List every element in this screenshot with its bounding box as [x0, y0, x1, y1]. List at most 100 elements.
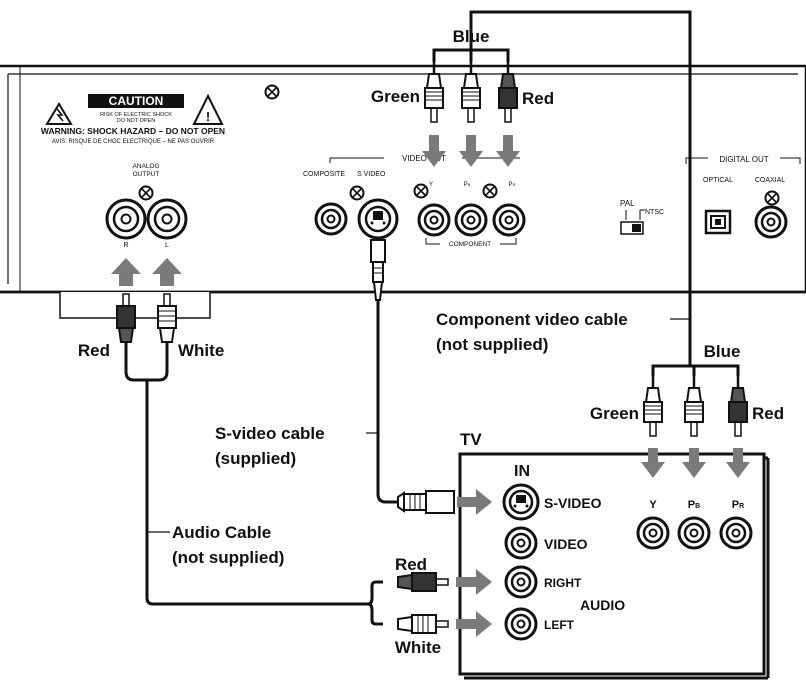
arrow-down-pb: [459, 135, 483, 167]
analog-jack-l[interactable]: [146, 198, 188, 240]
video-out-section: VIDEO OUT COMPOSITE S VIDEO Y PB PR COMP…: [303, 152, 526, 248]
component-cable-line1: Component video cable: [436, 310, 628, 329]
component-jack-pr[interactable]: [492, 203, 526, 237]
y-label: Y: [429, 182, 433, 188]
green-plug-tv: [642, 374, 664, 438]
tv-video-label: VIDEO: [544, 536, 588, 552]
tv-audio-label: AUDIO: [580, 597, 625, 613]
s-video-cable-line2: (supplied): [215, 449, 296, 468]
white-audio-plug-tv: [397, 614, 449, 634]
shock-warning-icon: [45, 102, 73, 125]
tv-video-jack[interactable]: [504, 526, 538, 560]
audio-cable-player: Red White: [78, 258, 362, 606]
s-video-jack[interactable]: [357, 198, 399, 240]
top-blue-label: Blue: [453, 27, 490, 46]
tv-component-jack-pr[interactable]: [719, 516, 753, 550]
composite-label: COMPOSITE: [303, 171, 345, 178]
tv-pr-label: PR: [732, 499, 744, 511]
composite-jack[interactable]: [314, 202, 348, 236]
component-jack-y[interactable]: [417, 203, 451, 237]
tv-in-label: IN: [514, 463, 530, 480]
tv-audio-left-jack[interactable]: [504, 607, 538, 641]
blue-plug-tv: [683, 374, 705, 438]
analog-output-label-2: OUTPUT: [133, 171, 160, 178]
audio-red-label: Red: [78, 341, 110, 360]
top-red-label: Red: [522, 89, 554, 108]
arrow-down-y: [422, 135, 446, 167]
tv-audio-right-jack[interactable]: [504, 565, 538, 599]
panel-screw: [264, 84, 280, 100]
component-cable-label: Component video cable (not supplied): [436, 310, 690, 354]
component-arrows: [422, 135, 520, 167]
ntsc-label: NTSC: [645, 209, 664, 216]
s-video-label: S VIDEO: [357, 171, 386, 178]
s-video-cable-line1: S-video cable: [215, 424, 325, 443]
arrow-down-tv-pb: [682, 448, 706, 478]
audio-cable-line2: (not supplied): [172, 548, 284, 567]
tv-s-video-label: S-VIDEO: [544, 495, 602, 511]
coaxial-label: COAXIAL: [755, 177, 785, 184]
component-screw-1: [413, 183, 429, 199]
arrow-right-s-video: [457, 489, 492, 515]
optical-jack[interactable]: [704, 209, 732, 235]
arrow-down-tv-pr: [726, 448, 750, 478]
caution-risk-line2: DO NOT OPEN: [117, 118, 155, 124]
component-label: COMPONENT: [449, 241, 491, 248]
tv-s-video-jack[interactable]: [502, 483, 540, 521]
coaxial-jack[interactable]: [754, 205, 788, 239]
tv-panel: TV IN S-VIDEO VIDEO RIGHT LEFT AUDIO Y P…: [456, 430, 770, 680]
pal-ntsc-switch[interactable]: PAL NTSC: [620, 199, 664, 235]
optical-label: OPTICAL: [703, 177, 733, 184]
tv-right-label: RIGHT: [544, 576, 582, 590]
component-jack-pb[interactable]: [454, 203, 488, 237]
component-screw-2: [482, 183, 498, 199]
audio-cable-label: Audio Cable (not supplied): [147, 523, 284, 567]
pal-label: PAL: [620, 199, 635, 208]
caution-avis: AVIS: RISQUE DE CHOC ELECTRIQUE – NE PAS…: [52, 139, 215, 145]
tv-component-jack-y[interactable]: [636, 516, 670, 550]
tv-left-label: LEFT: [544, 618, 575, 632]
red-audio-plug-tv: [397, 572, 449, 592]
caution-risk-line1: RISK OF ELECTRIC SHOCK: [100, 112, 172, 118]
svg-text:!: !: [206, 109, 210, 124]
analog-output-label-1: ANALOG: [132, 163, 159, 170]
tv-blue-label: Blue: [704, 342, 741, 361]
component-cable-top: Blue Green Red: [371, 10, 692, 365]
arrow-right-audio-l: [456, 611, 492, 637]
arrow-up-r: [111, 258, 141, 286]
audio-white-label: White: [178, 341, 224, 360]
jack-r-label: R: [123, 242, 128, 249]
red-plug-tv: [727, 374, 749, 438]
analog-jack-r[interactable]: [105, 198, 147, 240]
tv-y-label: Y: [649, 499, 657, 511]
tv-title: TV: [460, 430, 482, 449]
arrow-up-l: [152, 258, 182, 286]
s-video-cable: S-video cable (supplied): [215, 239, 455, 514]
tv-red-label: Red: [752, 404, 784, 423]
audio-cable-line1: Audio Cable: [172, 523, 271, 542]
pr-label: PR: [509, 182, 516, 188]
caution-label: CAUTION RISK OF ELECTRIC SHOCK DO NOT OP…: [41, 93, 225, 145]
coaxial-screw: [764, 190, 780, 206]
tv-audio-red-label: Red: [395, 555, 427, 574]
digital-out-section: DIGITAL OUT OPTICAL COAXIAL: [685, 155, 801, 239]
exclamation-warning-icon: [192, 93, 224, 125]
arrow-down-pr: [496, 135, 520, 167]
tv-component-jack-pb[interactable]: [677, 516, 711, 550]
video-out-label: VIDEO OUT: [402, 154, 446, 163]
tv-pb-label: PB: [688, 499, 700, 511]
analog-screw: [138, 185, 154, 201]
video-screw: [349, 185, 365, 201]
audio-cable-tv: Red White: [362, 555, 449, 657]
top-green-label: Green: [371, 87, 420, 106]
caution-title: CAUTION: [109, 94, 164, 108]
digital-out-label: DIGITAL OUT: [719, 155, 768, 164]
jack-l-label: L: [165, 242, 169, 249]
caution-warning: WARNING: SHOCK HAZARD – DO NOT OPEN: [41, 126, 225, 136]
tv-audio-white-label: White: [395, 638, 441, 657]
tv-green-label: Green: [590, 404, 639, 423]
arrow-right-audio-r: [456, 569, 492, 595]
pb-label: PB: [464, 182, 471, 188]
arrow-down-tv-y: [641, 448, 665, 478]
